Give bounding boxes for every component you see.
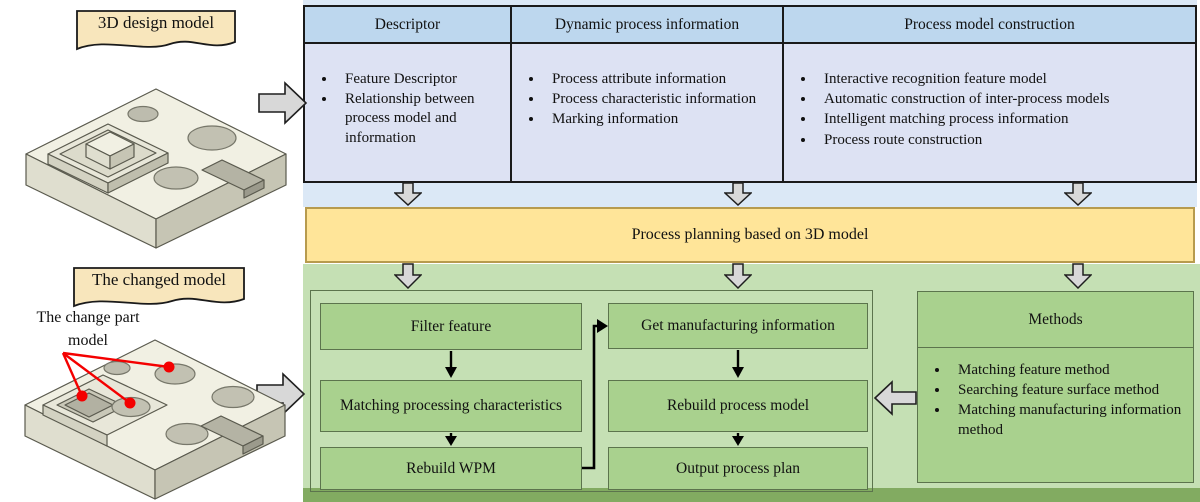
column-header: Process model construction: [784, 7, 1195, 44]
flow-box-label: Output process plan: [676, 459, 800, 477]
annotation-line: model: [68, 332, 108, 350]
table-column-dynamic-process: Dynamic process information Process attr…: [512, 7, 784, 181]
change-marker-dot: [124, 397, 136, 409]
methods-box: Methods Matching feature method Searchin…: [917, 291, 1194, 483]
process-planning-label: Process planning based on 3D model: [631, 226, 869, 243]
bullet-item: Searching feature surface method: [950, 381, 1189, 400]
down-arrow-icon: [1064, 263, 1092, 289]
bullet-item: Relationship between process model and i…: [337, 90, 506, 148]
change-marker-dot: [163, 361, 175, 373]
annotation-line: The change part: [36, 309, 140, 326]
bullet-item: Automatic construction of inter-process …: [816, 90, 1191, 109]
flow-box-label: Rebuild process model: [666, 397, 810, 415]
banner-label: The changed model: [91, 270, 227, 289]
bullet-item: Process characteristic information: [544, 90, 778, 109]
design-model-banner: 3D design model: [75, 9, 237, 55]
right-arrow-icon: [258, 81, 308, 125]
down-arrow-icon: [1064, 182, 1092, 206]
flow-box-filter-feature: Filter feature: [320, 303, 582, 350]
flow-box-label: Matching processing characteristics: [339, 397, 563, 415]
connector-arrow-icon: [732, 433, 744, 446]
column-header: Dynamic process information: [512, 7, 782, 44]
table-column-model-construction: Process model construction Interactive r…: [784, 7, 1195, 181]
connector-arrow-icon: [445, 433, 457, 446]
changed-model-illustration: [24, 339, 286, 500]
flow-box-output-process-plan: Output process plan: [608, 447, 868, 490]
elbow-connector-arrow-icon: [582, 319, 608, 470]
column-body: Interactive recognition feature model Au…: [784, 44, 1195, 181]
change-marker-dot: [76, 390, 88, 402]
connector-arrow-icon: [732, 350, 744, 378]
change-part-annotation: The change part model: [2, 306, 174, 352]
bullet-item: Matching feature method: [950, 361, 1189, 380]
column-body: Process attribute information Process ch…: [512, 44, 782, 181]
change-part-markers: [61, 351, 170, 404]
connector-arrow-icon: [445, 351, 457, 378]
bullet-item: Process route construction: [816, 131, 1191, 150]
flow-box-get-manufacturing-info: Get manufacturing information: [608, 303, 868, 349]
flow-box-label: Get manufacturing information: [641, 317, 835, 335]
banner-ribbon-icon: [76, 10, 236, 51]
banner-ribbon-icon: [73, 267, 245, 308]
table-column-descriptor: Descriptor Feature Descriptor Relationsh…: [305, 7, 512, 181]
down-arrow-icon: [724, 263, 752, 289]
flow-box-label: Rebuild WPM: [406, 459, 496, 477]
bullet-item: Intelligent matching process information: [816, 110, 1191, 129]
bullet-item: Interactive recognition feature model: [816, 70, 1191, 89]
design-model-illustration: [25, 88, 287, 249]
flow-box-rebuild-process-model: Rebuild process model: [608, 380, 868, 432]
left-arrow-icon: [873, 380, 917, 416]
bullet-item: Marking information: [544, 110, 778, 129]
bullet-item: Matching manufacturing information metho…: [950, 401, 1189, 439]
column-body: Feature Descriptor Relationship between …: [305, 44, 510, 181]
down-arrow-icon: [724, 182, 752, 206]
flow-box-matching-processing: Matching processing characteristics: [320, 380, 582, 432]
flow-box-rebuild-wpm: Rebuild WPM: [320, 447, 582, 490]
methods-list: Matching feature method Searching featur…: [918, 348, 1193, 482]
process-planning-bar: Process planning based on 3D model: [305, 207, 1195, 263]
banner-label: 3D design model: [97, 13, 215, 32]
bullet-item: Feature Descriptor: [337, 70, 506, 89]
info-table: Descriptor Feature Descriptor Relationsh…: [303, 5, 1197, 183]
down-arrow-icon: [394, 263, 422, 289]
column-header: Descriptor: [305, 7, 510, 44]
methods-title: Methods: [918, 292, 1193, 348]
bullet-item: Process attribute information: [544, 70, 778, 89]
rebuild-flow-container: [310, 290, 873, 492]
down-arrow-icon: [394, 182, 422, 206]
changed-model-banner: The changed model: [72, 266, 246, 312]
flow-box-label: Filter feature: [410, 317, 492, 335]
